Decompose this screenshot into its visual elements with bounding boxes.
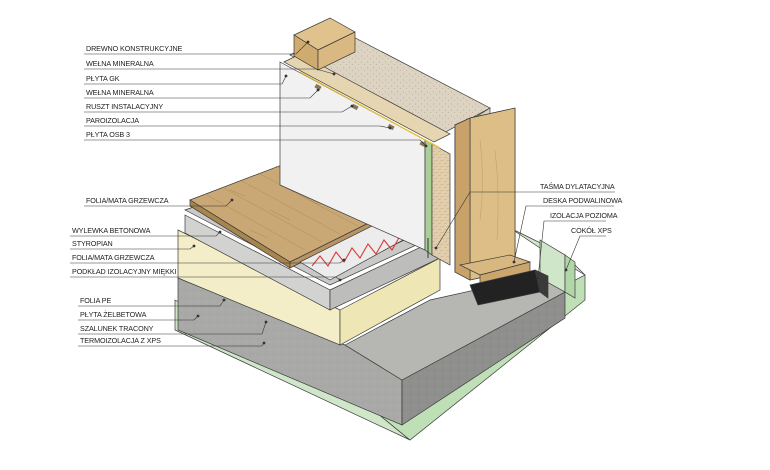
label-styropian: STYROPIAN xyxy=(72,239,113,248)
label-plyta-osb3: PŁYTA OSB 3 xyxy=(86,130,130,139)
label-plyta-zelbetowa: PŁYTA ŻELBETOWA xyxy=(80,310,147,319)
foundation-slab xyxy=(174,227,586,441)
label-izolacja-pozioma: IZOLACJA POZIOMA xyxy=(550,211,618,220)
label-folia-mata-grzewcza-1: FOLIA/MATA GRZEWCZA xyxy=(86,196,169,205)
label-deska-podwalinowa: DESKA PODWALINOWA xyxy=(543,196,623,205)
right-labels: TAŚMA DYLATACYJNA DESKA PODWALINOWA IZOL… xyxy=(434,182,623,280)
styrofoam-layer xyxy=(177,229,441,346)
label-ruszt-instalacyjny: RUSZT INSTALACYJNY xyxy=(86,102,163,111)
label-folia-pe: FOLIA PE xyxy=(80,296,111,305)
label-podklad-izolacyjny: PODKŁAD IZOLACYJNY MIĘKKI xyxy=(72,267,177,276)
wall xyxy=(279,17,516,281)
label-plyta-gk: PŁYTA GK xyxy=(86,74,120,83)
label-welna-mineralna-1: WEŁNA MINERALNA xyxy=(86,59,154,68)
label-tasma-dylatacyjna: TAŚMA DYLATACYJNA xyxy=(540,182,615,191)
label-welna-mineralna-2: WEŁNA MINERALNA xyxy=(86,88,154,97)
label-paroizolacja: PAROIZOLACJA xyxy=(86,116,139,125)
label-wylewka-betonowa: WYLEWKA BETONOWA xyxy=(72,226,151,235)
label-folia-mata-grzewcza-2: FOLIA/MATA GRZEWCZA xyxy=(72,253,155,262)
left-labels: DREWNO KONSTRUKCYJNE WEŁNA MINERALNA PŁY… xyxy=(70,40,428,347)
sill-plate xyxy=(458,254,549,306)
label-drewno-konstrukcyjne: DREWNO KONSTRUKCYJNE xyxy=(86,44,183,53)
label-termoizolacja-xps: TERMOIZOLACJA Z XPS xyxy=(80,336,161,345)
label-szalunek-tracony: SZALUNEK TRACONY xyxy=(80,324,154,333)
label-cokol-xps: COKÓŁ XPS xyxy=(571,226,612,235)
